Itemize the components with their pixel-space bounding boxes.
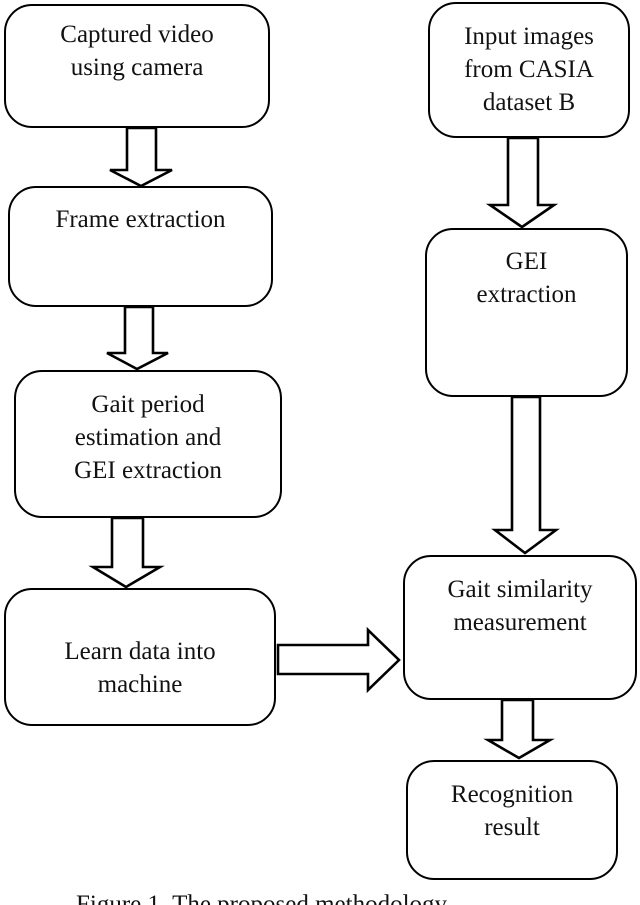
flow-box-label: Frame extraction xyxy=(55,206,226,233)
flow-box-label: Learn data into machine xyxy=(64,638,216,698)
arrow-down-icon xyxy=(491,395,560,555)
arrow-down-icon xyxy=(109,126,173,188)
flow-box-recognition-result: Recognition result xyxy=(406,760,618,880)
figure-caption: Figure 1. The proposed methodology xyxy=(76,891,448,905)
flow-box-gait-similarity: Gait similarity measurement xyxy=(403,555,637,700)
flow-box-label: Input images from CASIA dataset B xyxy=(464,23,594,116)
flow-box-frame-extraction: Frame extraction xyxy=(8,186,273,307)
flow-box-label: Gait similarity measurement xyxy=(447,576,593,636)
arrow-right-icon xyxy=(276,626,401,694)
flow-box-input-images: Input images from CASIA dataset B xyxy=(428,2,630,138)
flow-box-learn-data: Learn data into machine xyxy=(4,588,276,726)
arrow-down-icon xyxy=(106,305,169,371)
arrow-down-icon xyxy=(88,516,165,589)
flow-box-label: Gait period estimation and GEI extractio… xyxy=(74,391,222,484)
arrow-down-icon xyxy=(485,136,559,229)
flow-box-label: Captured video using camera xyxy=(60,21,214,81)
flow-box-label: GEI extraction xyxy=(476,248,577,308)
flow-box-gei-extraction: GEI extraction xyxy=(425,228,628,397)
flow-box-label: Recognition result xyxy=(450,781,574,841)
arrow-down-icon xyxy=(483,698,555,760)
flow-box-gait-period-estimation: Gait period estimation and GEI extractio… xyxy=(14,370,282,518)
flow-box-captured-video: Captured video using camera xyxy=(4,4,270,128)
